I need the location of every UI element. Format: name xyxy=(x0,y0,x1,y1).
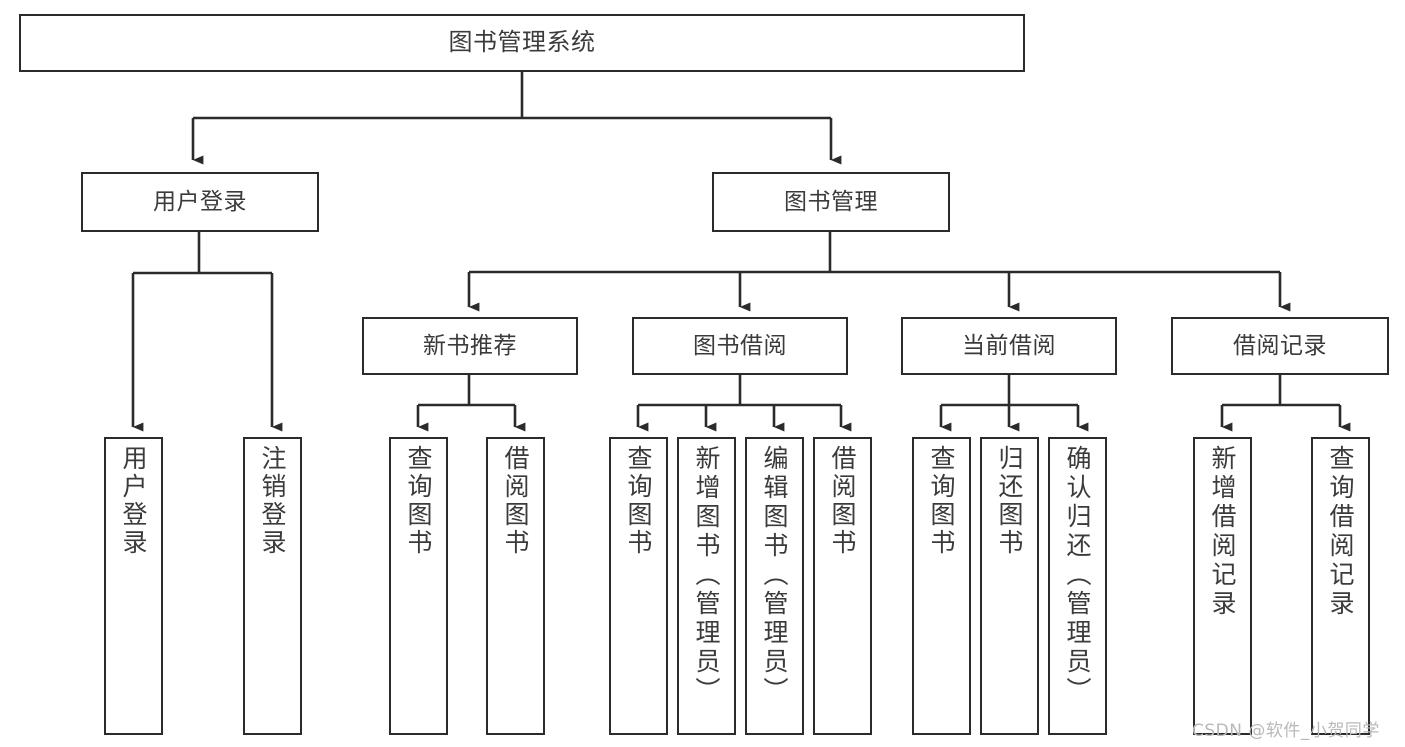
node-label: 借阅记录 xyxy=(1233,332,1327,359)
node-label: 编辑图书（管理员） xyxy=(760,445,789,706)
node-label: 用户登录 xyxy=(153,188,247,215)
leaf-current-borrow-confirm-return-admin[interactable]: 确认归还（管理员） xyxy=(1048,437,1107,735)
node-label: 新书推荐 xyxy=(423,332,517,359)
node-user-login[interactable]: 用户登录 xyxy=(81,172,319,232)
node-label: 借阅图书 xyxy=(501,445,530,557)
leaf-borrow-record-query[interactable]: 查询借阅记录 xyxy=(1311,437,1370,735)
node-label: 注销登录 xyxy=(258,445,287,557)
node-book-borrow[interactable]: 图书借阅 xyxy=(632,317,848,375)
node-label: 归还图书 xyxy=(995,445,1024,557)
node-label: 用户登录 xyxy=(119,445,148,557)
node-label: 查询图书 xyxy=(624,445,653,557)
node-label: 查询图书 xyxy=(927,445,956,557)
node-label: 确认归还（管理员） xyxy=(1063,445,1092,706)
leaf-book-borrow-lend-book[interactable]: 借阅图书 xyxy=(813,437,872,735)
node-label: 借阅图书 xyxy=(828,445,857,557)
leaf-new-book-query-book[interactable]: 查询图书 xyxy=(389,437,448,735)
leaf-book-borrow-add-book-admin[interactable]: 新增图书（管理员） xyxy=(677,437,736,735)
node-label: 图书借阅 xyxy=(693,332,787,359)
node-new-book-recommend[interactable]: 新书推荐 xyxy=(362,317,578,375)
node-label: 图书管理系统 xyxy=(448,28,596,57)
node-book-management[interactable]: 图书管理 xyxy=(712,172,950,232)
node-label: 新增借阅记录 xyxy=(1208,445,1237,619)
node-label: 新增图书（管理员） xyxy=(692,445,721,706)
leaf-user-login[interactable]: 用户登录 xyxy=(104,437,163,735)
leaf-current-borrow-query-book[interactable]: 查询图书 xyxy=(912,437,971,735)
node-label: 当前借阅 xyxy=(962,332,1056,359)
node-label: 查询图书 xyxy=(404,445,433,557)
node-borrow-record[interactable]: 借阅记录 xyxy=(1171,317,1389,375)
leaf-current-borrow-return-book[interactable]: 归还图书 xyxy=(980,437,1039,735)
node-root-book-management-system[interactable]: 图书管理系统 xyxy=(19,14,1025,72)
node-label: 查询借阅记录 xyxy=(1326,445,1355,619)
node-current-borrow[interactable]: 当前借阅 xyxy=(901,317,1117,375)
leaf-new-book-borrow-book[interactable]: 借阅图书 xyxy=(486,437,545,735)
leaf-book-borrow-edit-book-admin[interactable]: 编辑图书（管理员） xyxy=(745,437,804,735)
csdn-watermark: CSDN @软件_小贺同学 xyxy=(1192,721,1380,741)
leaf-borrow-record-add[interactable]: 新增借阅记录 xyxy=(1193,437,1252,735)
node-label: 图书管理 xyxy=(784,188,878,215)
leaf-book-borrow-query-book[interactable]: 查询图书 xyxy=(609,437,668,735)
leaf-user-logout[interactable]: 注销登录 xyxy=(243,437,302,735)
